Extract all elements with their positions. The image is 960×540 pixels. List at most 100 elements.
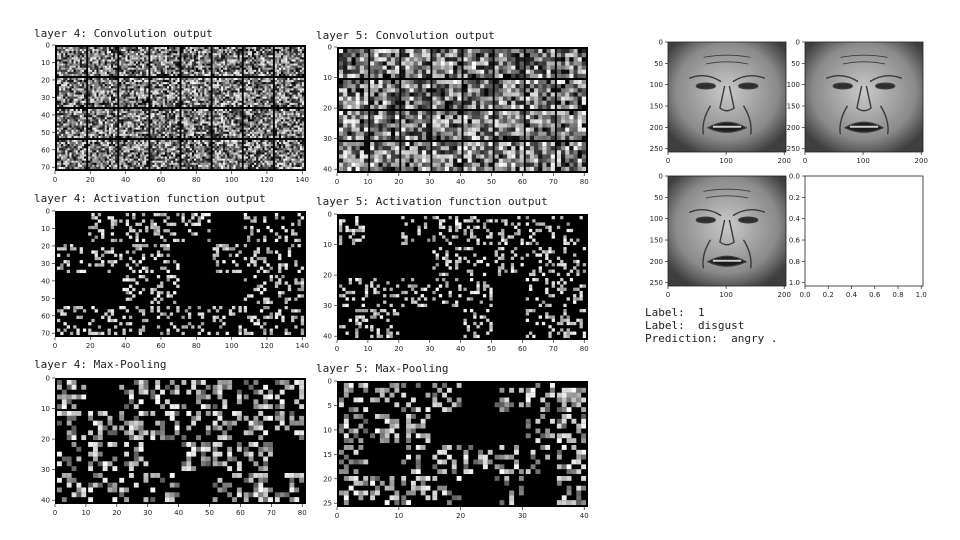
y-tick-label: 25 [323,500,332,508]
feature-map-tile [243,442,273,472]
x-tick-label: 100 [225,342,238,350]
y-tick-label: 40 [323,166,332,174]
prediction-text: Prediction: angry . [645,332,778,345]
feature-map-tile [212,47,242,77]
x-tick-label: 10 [363,178,372,186]
feature-map-tile [243,244,273,274]
x-tick-label: 60 [518,178,527,186]
y-tick-label: 0 [46,208,50,216]
feature-map-tile [463,445,493,475]
feature-map-tile [181,306,211,336]
y-tick-label: 50 [41,295,50,303]
feature-map-tile [339,476,369,506]
feature-map-tile [370,111,400,141]
feature-map-tile [274,306,305,336]
feature-map-tile [274,78,305,108]
feature-map-tile [556,476,587,506]
feature-map-tile [556,309,587,339]
feature-map-tile [119,244,149,274]
feature-map-tile [212,442,242,472]
y-tick-label: 0.0 [789,173,800,181]
x-tick-label: 80 [580,178,589,186]
y-tick-label: 20 [41,436,50,444]
feature-map-tile [370,278,400,308]
feature-map-tile [150,473,180,503]
layer4-conv-title: layer 4: Convolution output [34,27,213,40]
y-tick-label: 0 [328,378,332,386]
feature-map-tile [463,80,493,110]
y-tick-label: 20 [41,242,50,250]
feature-map-tile [119,411,149,441]
x-tick-label: 0 [53,342,57,350]
feature-map-tile [181,442,211,472]
feature-map-tile [525,49,555,79]
y-tick-label: 30 [41,260,50,268]
feature-map-tile [432,383,462,413]
x-tick-label: 60 [518,345,527,353]
x-tick-label: 0 [335,512,339,520]
x-tick-label: 100 [856,157,869,165]
label-name: Label: disgust [645,319,745,332]
feature-map-tile [212,140,242,170]
y-tick-label: 10 [41,225,50,233]
x-tick-label: 30 [518,512,527,520]
y-tick-label: 20 [41,76,50,84]
feature-map-tile [432,216,462,246]
y-tick-label: 60 [41,146,50,154]
x-tick-label: 20 [86,176,95,184]
feature-map-tile [150,411,180,441]
feature-map-tile [401,142,431,172]
feature-map-tile [150,275,180,305]
x-tick-label: 30 [425,178,434,186]
feature-map-tile [243,411,273,441]
feature-map-tile [119,140,149,170]
feature-map-tile [212,380,242,410]
feature-map-tile [494,111,524,141]
feature-map-tile [57,244,87,274]
x-tick-label: 0.0 [799,291,810,299]
x-tick-label: 50 [487,345,496,353]
y-tick-label: 0 [328,44,332,52]
feature-map-tile [150,140,180,170]
feature-map-tile [401,476,431,506]
feature-map-tile [88,442,118,472]
feature-map-tile [119,78,149,108]
x-tick-label: 0.6 [869,291,881,299]
y-tick-label: 10 [323,241,332,249]
x-tick-label: 0 [803,157,807,165]
y-tick-label: 0 [796,39,800,47]
feature-map-tile [119,109,149,139]
x-tick-label: 20 [394,345,403,353]
y-tick-label: 50 [41,129,50,137]
feature-map-tile [181,411,211,441]
y-tick-label: 200 [650,124,663,132]
feature-map-tile [494,80,524,110]
feature-map-tile [88,473,118,503]
x-tick-label: 200 [778,291,791,299]
x-tick-label: 30 [425,345,434,353]
x-tick-label: 10 [363,345,372,353]
feature-map-tile [339,445,369,475]
x-tick-label: 0.2 [823,291,834,299]
x-tick-label: 120 [260,342,273,350]
feature-map-tile [401,80,431,110]
y-tick-label: 40 [323,333,332,341]
feature-map-tile [274,275,305,305]
feature-map-tile [556,111,587,141]
feature-map-tile [124,442,149,472]
feature-map-tile [212,411,242,441]
feature-map-tile [274,213,305,243]
feature-map-tile [122,275,149,301]
y-tick-label: 5 [328,402,332,410]
x-tick-label: 20 [112,509,121,517]
feature-map-tile [463,247,490,277]
feature-map-tile [274,473,305,503]
feature-map-tile [556,49,587,79]
feature-map-tile [406,414,431,444]
